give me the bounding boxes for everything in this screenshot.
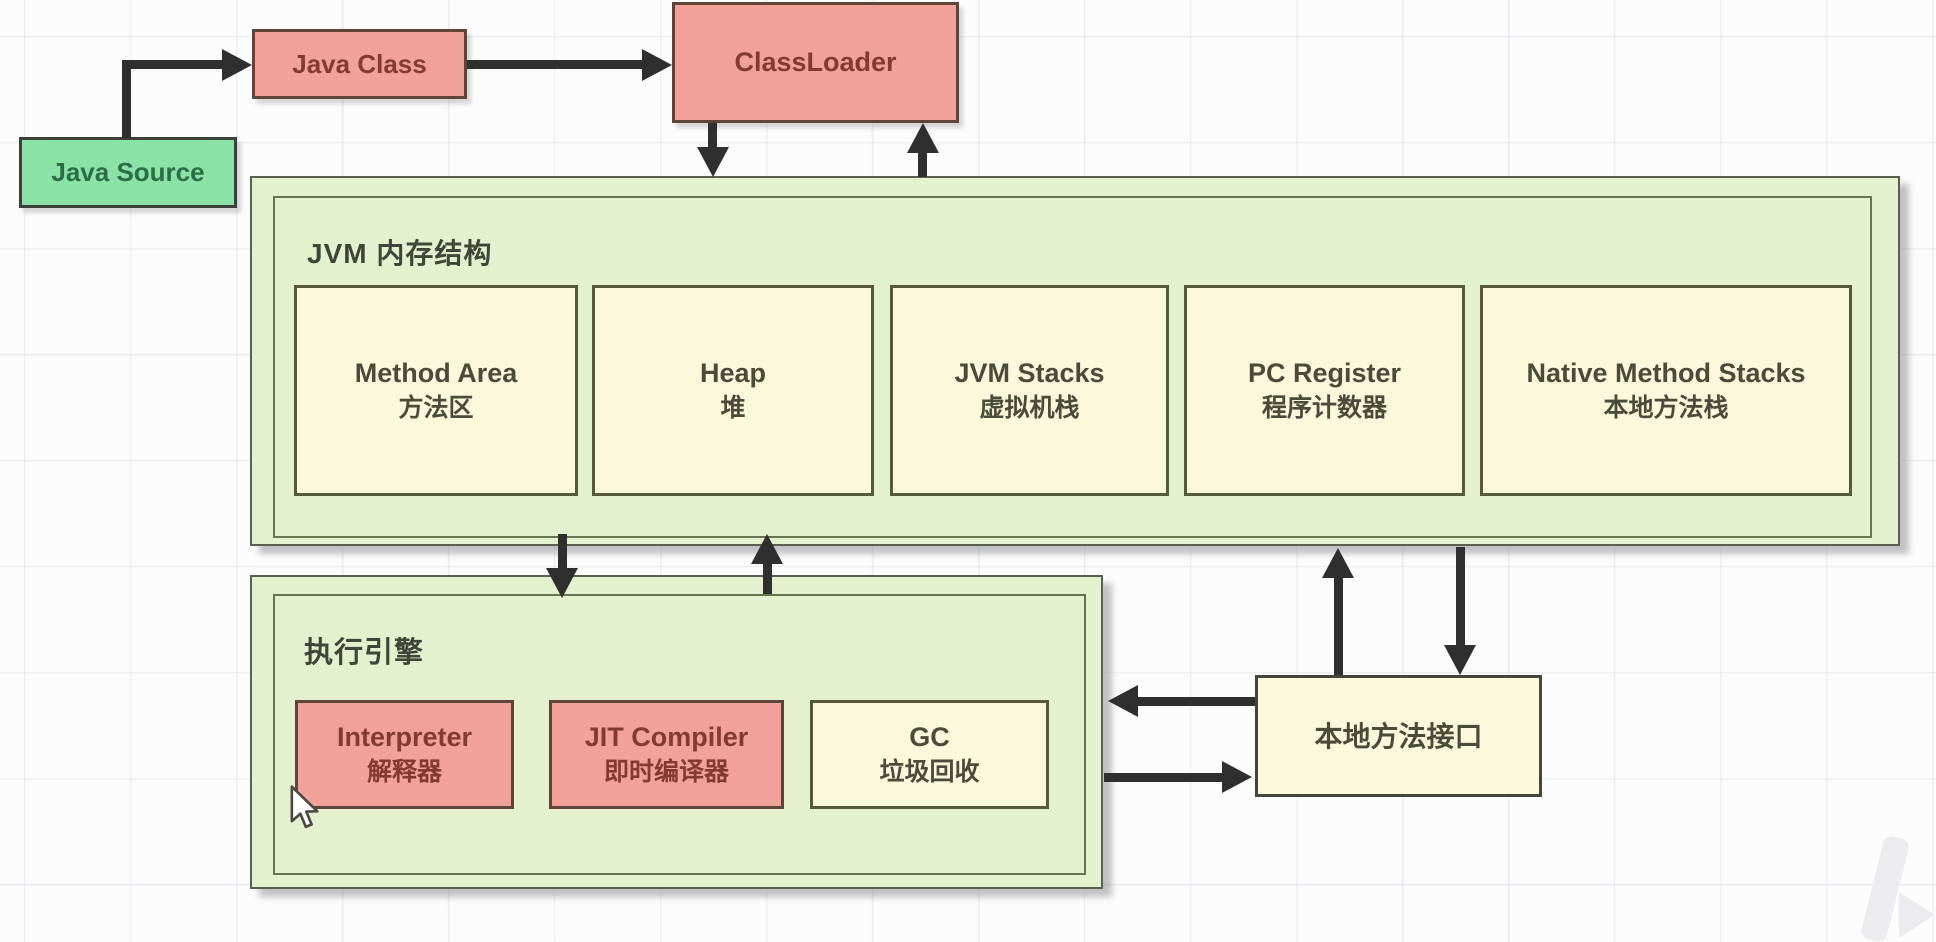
- classloader-label: ClassLoader: [734, 47, 897, 77]
- arrow-head: [697, 147, 729, 177]
- jit-compiler-label-zh: 即时编译器: [603, 758, 729, 786]
- arrow-head: [222, 49, 252, 81]
- arrow-head: [642, 49, 672, 81]
- container-jvm-memory: JVM 内存结构 Method Area 方法区 Heap 堆 JVM Stac…: [250, 176, 1900, 546]
- interpreter-label-zh: 解释器: [366, 758, 442, 786]
- node-gc: GC 垃圾回收: [810, 700, 1049, 809]
- arrow-shaft: [1138, 697, 1255, 706]
- node-native-method-interface: 本地方法接口: [1255, 675, 1542, 797]
- node-jvm-stacks: JVM Stacks 虚拟机栈: [890, 285, 1169, 496]
- node-java-class: Java Class: [252, 29, 467, 99]
- execution-engine-title: 执行引擎: [304, 637, 425, 669]
- gc-label-zh: 垃圾回收: [879, 758, 980, 786]
- arrow-head: [1444, 645, 1476, 675]
- native-method-stacks-label-zh: 本地方法栈: [1603, 394, 1729, 422]
- watermark-play-icon: [1899, 892, 1935, 938]
- arrow-head: [1322, 548, 1354, 578]
- jvm-stacks-label-en: JVM Stacks: [954, 358, 1105, 388]
- arrow-shaft: [467, 60, 642, 69]
- node-method-area: Method Area 方法区: [294, 285, 578, 496]
- arrow-shaft: [1104, 773, 1222, 782]
- arrow-shaft: [1334, 577, 1343, 675]
- arrow-head: [751, 534, 783, 564]
- java-source-label: Java Source: [51, 157, 205, 187]
- gc-label-en: GC: [909, 722, 950, 752]
- pc-register-label-en: PC Register: [1247, 358, 1402, 388]
- jvm-stacks-label-zh: 虚拟机栈: [979, 394, 1080, 422]
- pc-register-label-zh: 程序计数器: [1261, 394, 1387, 422]
- method-area-label-zh: 方法区: [398, 394, 474, 422]
- arrow-shaft: [1456, 547, 1465, 646]
- jit-compiler-label-en: JIT Compiler: [584, 722, 749, 752]
- arrow-head: [907, 123, 939, 153]
- arrow-shaft: [708, 123, 717, 150]
- jvm-memory-title: JVM 内存结构: [307, 238, 493, 269]
- arrow-head: [1108, 685, 1138, 717]
- arrow-shaft: [918, 150, 927, 177]
- node-pc-register: PC Register 程序计数器: [1184, 285, 1465, 496]
- heap-label-zh: 堆: [720, 394, 746, 422]
- arrow-shaft: [122, 64, 131, 138]
- java-class-label: Java Class: [292, 48, 427, 79]
- mouse-cursor-icon: [290, 785, 319, 829]
- node-interpreter: Interpreter 解释器: [295, 700, 514, 809]
- node-java-source: Java Source: [19, 137, 237, 208]
- node-jit-compiler: JIT Compiler 即时编译器: [549, 700, 784, 809]
- arrow-head: [1222, 761, 1252, 793]
- arrow-shaft: [763, 562, 772, 594]
- arrow-shaft: [558, 534, 567, 569]
- native-method-stacks-label-en: Native Method Stacks: [1526, 358, 1806, 388]
- arrow-head: [546, 568, 578, 598]
- container-execution-engine: 执行引擎 Interpreter 解释器 JIT Compiler 即时编译器 …: [250, 575, 1103, 889]
- node-heap: Heap 堆: [592, 285, 874, 496]
- node-classloader: ClassLoader: [672, 2, 959, 123]
- native-method-interface-label: 本地方法接口: [1314, 720, 1483, 752]
- interpreter-label-en: Interpreter: [336, 722, 473, 752]
- arrow-shaft: [122, 60, 222, 69]
- node-native-method-stacks: Native Method Stacks 本地方法栈: [1480, 285, 1852, 496]
- method-area-label-en: Method Area: [354, 358, 518, 388]
- heap-label-en: Heap: [699, 358, 767, 388]
